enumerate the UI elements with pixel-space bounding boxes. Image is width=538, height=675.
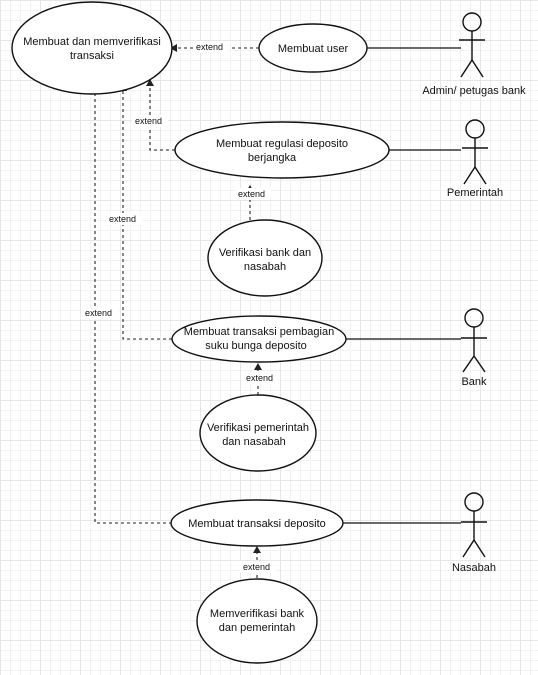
extend-interest-sharing <box>119 84 178 340</box>
actor-customer[interactable]: Nasabah <box>452 492 496 574</box>
use-case-verify-bank-gov[interactable]: Memverifikasi bank dan pemerintah <box>196 578 318 664</box>
svg-text:dan nasabah: dan nasabah <box>222 436 286 448</box>
extend-regulation <box>146 79 175 151</box>
svg-text:Memverifikasi bank: Memverifikasi bank <box>210 608 305 620</box>
actor-bank[interactable]: Bank <box>461 308 487 388</box>
use-case-main[interactable]: Membuat dan memverifikasi transaksi <box>11 1 173 95</box>
svg-text:extend: extend <box>246 373 273 383</box>
svg-text:suku bunga deposito: suku bunga deposito <box>205 340 307 352</box>
svg-text:Membuat dan memverifikasi: Membuat dan memverifikasi <box>23 36 161 48</box>
actor-label-customer: Nasabah <box>452 562 496 574</box>
actor-label-government: Pemerintah <box>447 187 503 199</box>
actor-head <box>464 492 484 512</box>
extend-label-interest-sharing: extend <box>106 213 142 225</box>
use-case-deposit[interactable]: Membuat transaksi deposito <box>170 499 344 547</box>
svg-text:extend: extend <box>109 214 136 224</box>
actor-label-bank: Bank <box>461 376 487 388</box>
extend-label-verify-bank-gov: extend <box>240 561 276 573</box>
svg-text:Membuat regulasi deposito: Membuat regulasi deposito <box>216 138 348 150</box>
use-case-regulation[interactable]: Membuat regulasi deposito berjangka <box>174 121 390 179</box>
actor-head <box>462 12 482 32</box>
use-case-verify-bank-customer[interactable]: Verifikasi bank dan nasabah <box>207 219 323 297</box>
svg-text:extend: extend <box>196 42 223 52</box>
extend-deposit <box>91 87 172 524</box>
use-case-create-user[interactable]: Membuat user <box>258 23 368 73</box>
svg-text:dan pemerintah: dan pemerintah <box>219 622 295 634</box>
svg-text:extend: extend <box>243 562 270 572</box>
svg-text:berjangka: berjangka <box>248 152 297 164</box>
svg-text:Verifikasi bank dan: Verifikasi bank dan <box>219 247 311 259</box>
extend-label-verify-gov-customer: extend <box>243 372 279 384</box>
actor-admin[interactable]: Admin/ petugas bank <box>422 12 526 97</box>
extend-label-regulation: extend <box>132 115 168 127</box>
actor-government[interactable]: Pemerintah <box>447 119 503 199</box>
svg-text:extend: extend <box>135 116 162 126</box>
svg-text:Membuat transaksi deposito: Membuat transaksi deposito <box>188 518 326 530</box>
use-case-interest-sharing[interactable]: Membuat transaksi pembagian suku bunga d… <box>171 315 347 363</box>
extend-label-deposit: extend <box>82 307 118 319</box>
actor-label-admin: Admin/ petugas bank <box>422 85 526 97</box>
use-case-verify-gov-customer[interactable]: Verifikasi pemerintah dan nasabah <box>199 394 317 472</box>
svg-text:nasabah: nasabah <box>244 261 286 273</box>
actor-head <box>465 119 485 139</box>
svg-text:extend: extend <box>238 189 265 199</box>
actor-head <box>464 308 484 328</box>
svg-text:extend: extend <box>85 308 112 318</box>
svg-text:Verifikasi pemerintah: Verifikasi pemerintah <box>207 422 309 434</box>
svg-text:Membuat user: Membuat user <box>278 43 349 55</box>
extend-label-create-user: extend <box>193 41 229 53</box>
svg-text:transaksi: transaksi <box>70 50 114 62</box>
extend-label-verify-bank-customer: extend <box>235 188 271 200</box>
svg-text:Membuat transaksi pembagian: Membuat transaksi pembagian <box>184 326 334 338</box>
